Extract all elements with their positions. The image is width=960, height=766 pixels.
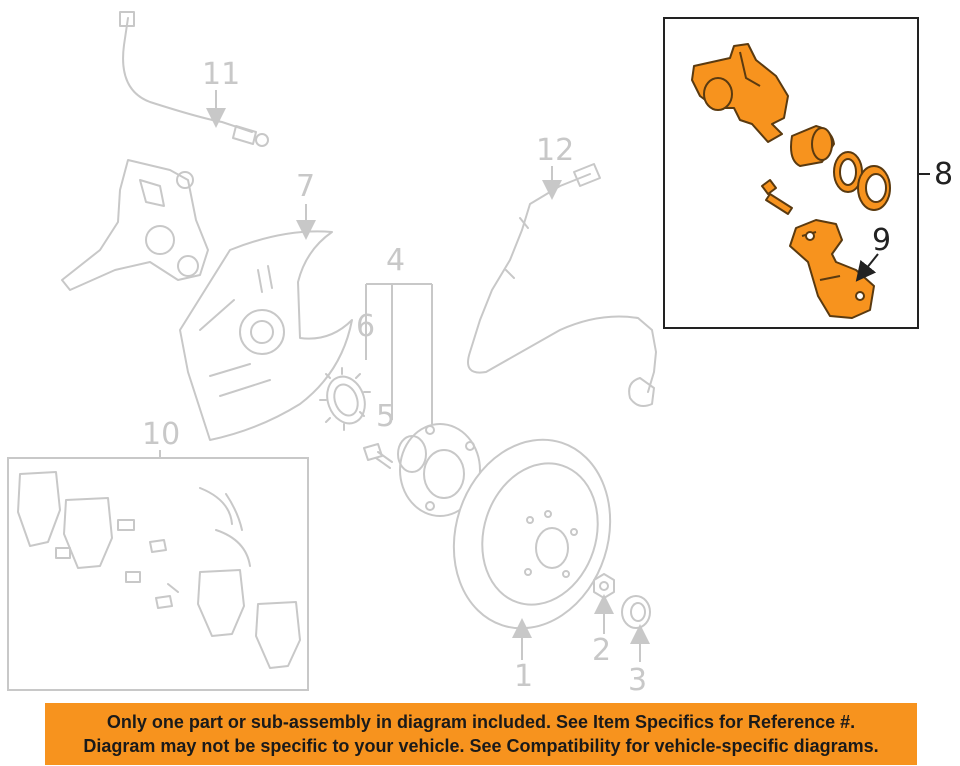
callout-10: 10 <box>142 417 180 452</box>
brake-hose-part <box>119 11 269 147</box>
piston-boot-part <box>857 165 891 211</box>
caliper-piston-part <box>790 125 835 167</box>
wheel-hub-part <box>397 423 481 517</box>
caliper-bracket-part <box>789 219 875 319</box>
callout-6: 6 <box>356 309 375 344</box>
guide-pin-part <box>761 179 793 215</box>
brake-rotor-part <box>452 438 612 630</box>
disclaimer-line-2: Diagram may not be specific to your vehi… <box>83 736 879 756</box>
piston-seal-part <box>833 151 863 193</box>
callout-4: 4 <box>386 243 405 278</box>
callout-2: 2 <box>592 633 611 668</box>
disclaimer-line-1: Only one part or sub-assembly in diagram… <box>106 712 856 732</box>
hub-bolt-part <box>363 443 393 469</box>
steering-knuckle-part <box>61 159 209 291</box>
callout-12: 12 <box>536 133 574 168</box>
callout-3: 3 <box>628 663 647 698</box>
disclaimer-banner: Only one part or sub-assembly in diagram… <box>45 703 917 765</box>
callout-1: 1 <box>514 659 533 694</box>
hub-nut-part <box>593 573 615 599</box>
callout-4-leader <box>365 283 433 424</box>
callout-5: 5 <box>376 399 395 434</box>
dust-shield-part <box>179 230 353 441</box>
callout-9-leader <box>855 253 879 282</box>
dust-cap-part <box>621 595 651 629</box>
tone-ring-part <box>319 367 371 431</box>
caliper-housing-part <box>691 43 789 143</box>
abs-sensor-wire-part <box>467 163 657 407</box>
callout-9: 9 <box>872 223 891 258</box>
brake-pads-part <box>17 471 301 669</box>
pad-kit-box <box>7 457 309 691</box>
callout-7: 7 <box>296 169 315 204</box>
callout-8: 8 <box>934 157 953 192</box>
callout-11: 11 <box>202 57 240 92</box>
